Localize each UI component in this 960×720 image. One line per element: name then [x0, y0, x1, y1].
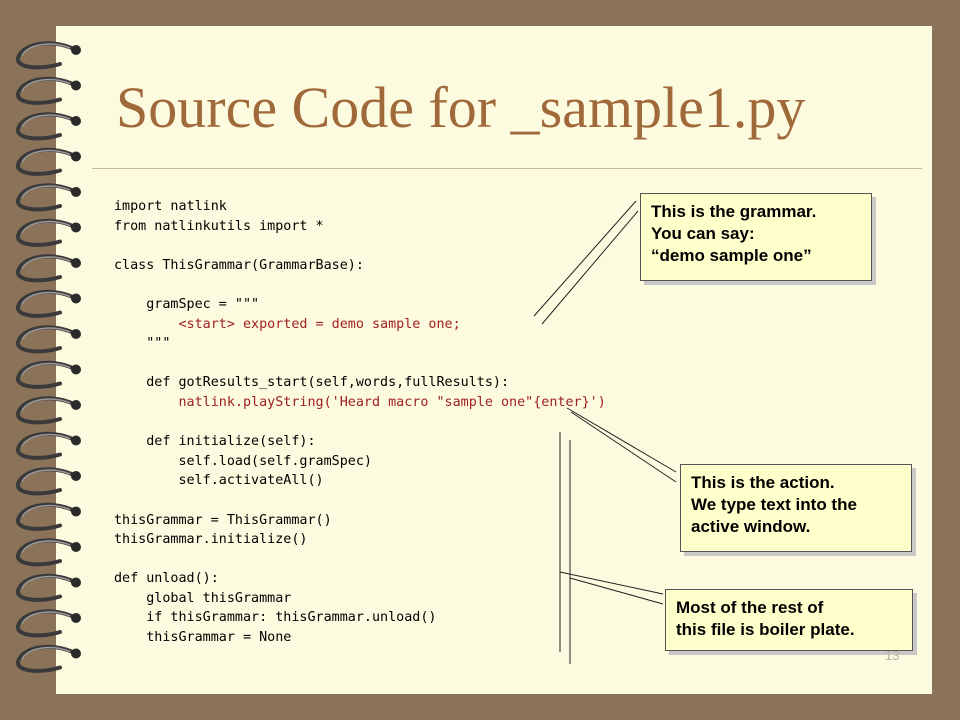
code-line: def initialize(self):: [114, 434, 316, 450]
code-line: [114, 354, 606, 374]
binding-ring: [16, 112, 81, 141]
callout-action-line: We type text into the: [691, 495, 857, 514]
spiral-binding: [16, 41, 81, 673]
callout-action-line: This is the action.: [691, 473, 835, 492]
code-line: natlink.playString('Heard macro "sample …: [114, 394, 606, 410]
code-line: thisGrammar = None: [114, 630, 292, 646]
code-line: gramSpec = """: [114, 296, 260, 312]
code-line: if thisGrammar: thisGrammar.unload(): [114, 610, 437, 626]
binding-ring: [16, 183, 81, 212]
notebook-page: [56, 26, 932, 694]
code-line: thisGrammar.initialize(): [114, 532, 308, 548]
binding-ring: [16, 502, 81, 531]
code-line: <start> exported = demo sample one;: [114, 316, 461, 332]
code-line: [114, 413, 606, 433]
callout-action: This is the action. We type text into th…: [680, 464, 912, 552]
code-line: [114, 275, 606, 295]
binding-ring: [16, 360, 81, 389]
binding-ring: [16, 467, 81, 496]
callout-action-line: active window.: [691, 517, 811, 536]
binding-ring: [16, 147, 81, 176]
binding-ring: [16, 254, 81, 283]
binding-ring: [16, 573, 81, 602]
code-line: self.load(self.gramSpec): [114, 453, 372, 469]
callout-grammar-line: You can say:: [651, 224, 755, 243]
callout-grammar: This is the grammar. You can say: “demo …: [640, 193, 872, 281]
callout-boilerplate: Most of the rest of this file is boiler …: [665, 589, 913, 651]
binding-ring: [16, 431, 81, 460]
binding-ring: [16, 218, 81, 247]
callout-grammar-line: This is the grammar.: [651, 202, 817, 221]
callout-boilerplate-line: Most of the rest of: [676, 598, 824, 617]
binding-ring: [16, 325, 81, 354]
binding-ring: [16, 76, 81, 105]
binding-ring: [16, 644, 81, 673]
code-line: from natlinkutils import *: [114, 218, 324, 234]
code-line: [114, 236, 606, 256]
code-line: class ThisGrammar(GrammarBase):: [114, 257, 364, 273]
code-line: thisGrammar = ThisGrammar(): [114, 512, 332, 528]
code-line: [114, 550, 606, 570]
code-line: """: [114, 336, 171, 352]
page-number: 13: [885, 648, 900, 663]
code-line: def unload():: [114, 571, 219, 587]
code-line: def gotResults_start(self,words,fullResu…: [114, 375, 510, 391]
callout-grammar-line: “demo sample one”: [651, 246, 812, 265]
binding-ring: [16, 41, 81, 70]
title-divider: [92, 168, 922, 169]
page-title: Source Code for _sample1.py: [116, 75, 806, 140]
binding-ring: [16, 396, 81, 425]
binding-ring: [16, 538, 81, 567]
code-line: self.activateAll(): [114, 473, 324, 489]
binding-ring: [16, 609, 81, 638]
code-block: import natlink from natlinkutils import *…: [114, 197, 606, 648]
code-line: [114, 491, 606, 511]
code-line: global thisGrammar: [114, 590, 292, 606]
callout-boilerplate-line: this file is boiler plate.: [676, 620, 855, 639]
binding-ring: [16, 289, 81, 318]
code-line: import natlink: [114, 199, 227, 214]
